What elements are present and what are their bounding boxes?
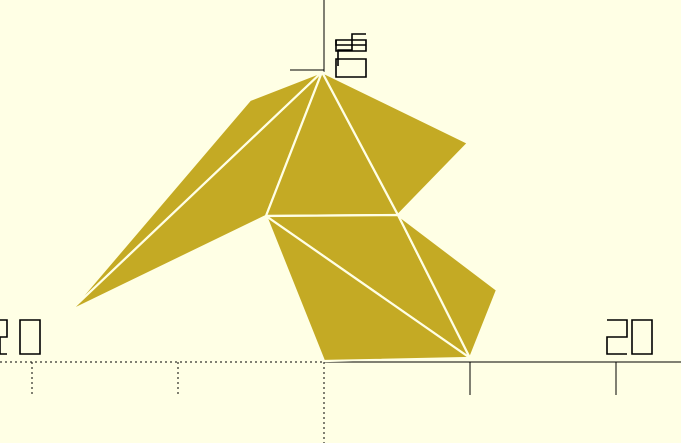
mesh-facet[interactable] [396,213,499,360]
mesh-facet[interactable] [320,70,470,217]
axis-label-y-positive [335,33,367,78]
axis-label-x-negative [0,319,41,355]
axis-label-x-positive [606,319,653,355]
mesh-facet[interactable] [264,214,472,363]
model-mesh[interactable] [68,70,499,363]
